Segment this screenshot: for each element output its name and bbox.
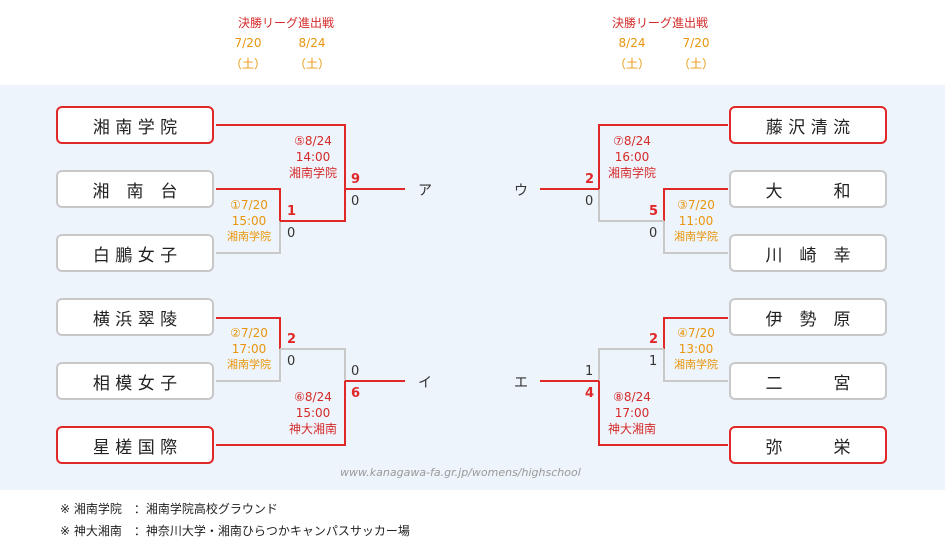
m5-venue: 湘南学院 bbox=[288, 166, 337, 180]
m6-score-top: 0 bbox=[351, 364, 360, 379]
header-right-day-1: （土） bbox=[613, 57, 650, 71]
m7-no-date: ⑦8/24 bbox=[613, 134, 651, 148]
m2-no-date: ②7/20 bbox=[230, 326, 268, 340]
header-right-date-1: 8/24 bbox=[618, 36, 646, 50]
team-box-11: 二 宮 bbox=[729, 362, 887, 400]
m3-line-bottom bbox=[663, 221, 728, 254]
m8-no-date: ⑧8/24 bbox=[613, 390, 651, 404]
team-box-1: 湘 南 学 院 bbox=[56, 106, 214, 144]
bracket-panel bbox=[0, 85, 945, 490]
m7-score-top: 2 bbox=[585, 172, 595, 187]
m7-time: 16:00 bbox=[614, 150, 650, 164]
header-right-title: 決勝リーグ進出戦 bbox=[612, 16, 709, 30]
header-left-date-1: 7/20 bbox=[234, 36, 262, 50]
m7-venue: 湘南学院 bbox=[607, 166, 656, 180]
m6-score-bottom: 6 bbox=[351, 386, 361, 401]
header-left-title: 決勝リーグ進出戦 bbox=[238, 16, 335, 30]
team-box-8: 大 和 bbox=[729, 170, 887, 208]
team-box-2: 湘 南 台 bbox=[56, 170, 214, 208]
m6-line-top bbox=[280, 348, 346, 381]
m1-venue: 湘南学院 bbox=[227, 230, 271, 243]
m6-time: 15:00 bbox=[295, 406, 331, 420]
m4-score-top: 2 bbox=[649, 332, 659, 347]
team-box-9: 川 崎 幸 bbox=[729, 234, 887, 272]
note-2: ※ 神大湘南 ：神奈川大学・湘南ひらつかキャンパスサッカー場 bbox=[60, 524, 410, 538]
m8-info: ⑧8/24 17:00 神大湘南 bbox=[601, 389, 663, 437]
m3-score-bottom: 0 bbox=[649, 226, 658, 241]
m8-score-bottom: 4 bbox=[585, 386, 595, 401]
header-right-day-2: （土） bbox=[677, 57, 714, 71]
m5-line-top bbox=[216, 124, 346, 189]
m8-line-bottom bbox=[598, 381, 728, 446]
m2-line-bottom bbox=[216, 349, 281, 382]
m3-time: 11:00 bbox=[678, 214, 714, 228]
m4-no-date: ④7/20 bbox=[677, 326, 715, 340]
m1-time: 15:00 bbox=[231, 214, 267, 228]
m8-line-top bbox=[598, 348, 664, 381]
m3-line-top bbox=[663, 188, 728, 221]
m1-line-bottom bbox=[216, 221, 281, 254]
m2-time: 17:00 bbox=[231, 342, 267, 356]
m6-no-date: ⑥8/24 bbox=[294, 390, 332, 404]
slot-e: エ bbox=[514, 375, 528, 391]
m1-info: ①7/20 15:00 湘南学院 bbox=[218, 197, 280, 245]
m4-line-bottom bbox=[663, 349, 728, 382]
m6-venue: 神大湘南 bbox=[288, 422, 337, 436]
m5-info: ⑤8/24 14:00 湘南学院 bbox=[282, 133, 344, 181]
m7-line-bottom bbox=[598, 189, 664, 222]
m1-score-bottom: 0 bbox=[287, 226, 296, 241]
m2-score-top: 2 bbox=[287, 332, 297, 347]
m8-time: 17:00 bbox=[614, 406, 650, 420]
m7-info: ⑦8/24 16:00 湘南学院 bbox=[601, 133, 663, 181]
slot-u: ウ bbox=[514, 183, 528, 199]
m4-venue: 湘南学院 bbox=[674, 358, 718, 371]
m4-line-top bbox=[663, 317, 728, 349]
m3-venue: 湘南学院 bbox=[674, 230, 718, 243]
m6-info: ⑥8/24 15:00 神大湘南 bbox=[282, 389, 344, 437]
m2-score-bottom: 0 bbox=[287, 354, 296, 369]
team-box-5: 相 模 女 子 bbox=[56, 362, 214, 400]
m2-info: ②7/20 17:00 湘南学院 bbox=[218, 325, 280, 373]
m8-venue: 神大湘南 bbox=[607, 422, 656, 436]
m5-score-top: 9 bbox=[351, 172, 361, 187]
m8-score-top: 1 bbox=[585, 364, 594, 379]
header-right-date-2: 7/20 bbox=[682, 36, 710, 50]
team-box-7: 藤 沢 清 流 bbox=[729, 106, 887, 144]
note-1: ※ 湘南学院 ：湘南学院高校グラウンド bbox=[60, 502, 278, 516]
slot-a: ア bbox=[418, 183, 432, 199]
m1-score-top: 1 bbox=[287, 204, 297, 219]
m5-line-bottom bbox=[280, 189, 346, 222]
m4-info: ④7/20 13:00 湘南学院 bbox=[665, 325, 727, 373]
m3-no-date: ③7/20 bbox=[677, 198, 715, 212]
m3-info: ③7/20 11:00 湘南学院 bbox=[665, 197, 727, 245]
m2-line-top bbox=[216, 317, 281, 349]
team-box-6: 星 槎 国 際 bbox=[56, 426, 214, 464]
m6-line-bottom bbox=[216, 381, 346, 446]
team-box-10: 伊 勢 原 bbox=[729, 298, 887, 336]
header-left-date-2: 8/24 bbox=[298, 36, 326, 50]
header-left-day-1: （土） bbox=[229, 57, 266, 71]
slot-i: イ bbox=[418, 375, 432, 391]
m4-time: 13:00 bbox=[678, 342, 714, 356]
m2-venue: 湘南学院 bbox=[227, 358, 271, 371]
source-url: www.kanagawa-fa.gr.jp/womens/highschool bbox=[340, 466, 581, 479]
m1-no-date: ①7/20 bbox=[230, 198, 268, 212]
m3-score-top: 5 bbox=[649, 204, 659, 219]
header-left-day-2: （土） bbox=[293, 57, 330, 71]
m1-line-top bbox=[216, 188, 281, 221]
team-box-4: 横 浜 翠 陵 bbox=[56, 298, 214, 336]
m5-no-date: ⑤8/24 bbox=[294, 134, 332, 148]
m4-score-bottom: 1 bbox=[649, 354, 658, 369]
m5-score-bottom: 0 bbox=[351, 194, 360, 209]
team-box-3: 白 鵬 女 子 bbox=[56, 234, 214, 272]
m7-line-top bbox=[598, 124, 728, 189]
m7-score-bottom: 0 bbox=[585, 194, 594, 209]
m5-time: 14:00 bbox=[295, 150, 331, 164]
team-box-12: 弥 栄 bbox=[729, 426, 887, 464]
